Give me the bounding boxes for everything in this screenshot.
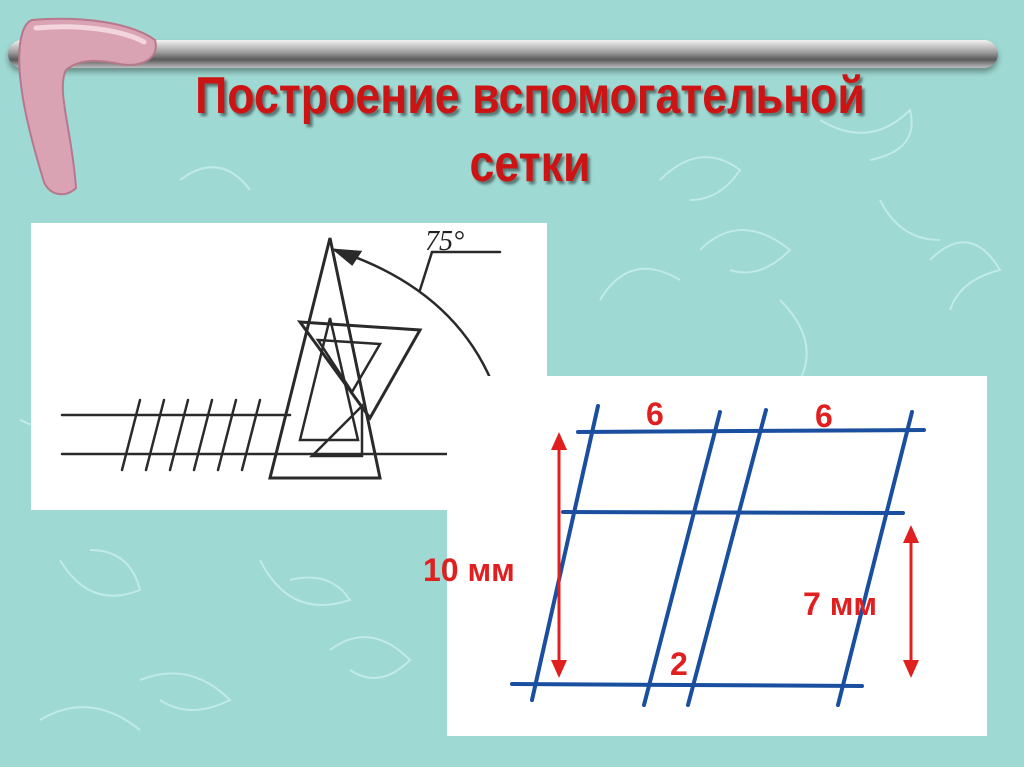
spacing-label-top-left: 6 <box>646 396 664 432</box>
grid-slant-2 <box>642 410 722 707</box>
spacing-label-bottom: 2 <box>670 646 688 682</box>
grid-horizontal-bottom <box>510 682 864 688</box>
set-square-icon <box>268 237 423 480</box>
dimension-arrow-large <box>551 432 567 678</box>
title-bar <box>8 40 998 68</box>
grid-horizontal-top <box>576 428 926 434</box>
boomerang-icon <box>18 17 157 196</box>
height-label-small: 7 мм <box>803 586 878 622</box>
slide-title: Построение вспомогательной сетки <box>126 62 934 198</box>
spacing-label-top-right: 6 <box>815 398 833 434</box>
title-line-2: сетки <box>469 135 591 193</box>
height-label-large: 10 мм <box>423 552 515 588</box>
grid-slant-4 <box>836 410 914 707</box>
grid-slant-1 <box>530 404 600 702</box>
hatch-lines <box>120 398 262 472</box>
grid-horizontal-middle <box>561 510 905 515</box>
grid-slant-3 <box>686 408 768 707</box>
dimension-arrow-small <box>903 525 919 678</box>
title-line-1: Построение вспомогательной <box>195 67 865 125</box>
angle-label: 75° <box>425 226 465 257</box>
